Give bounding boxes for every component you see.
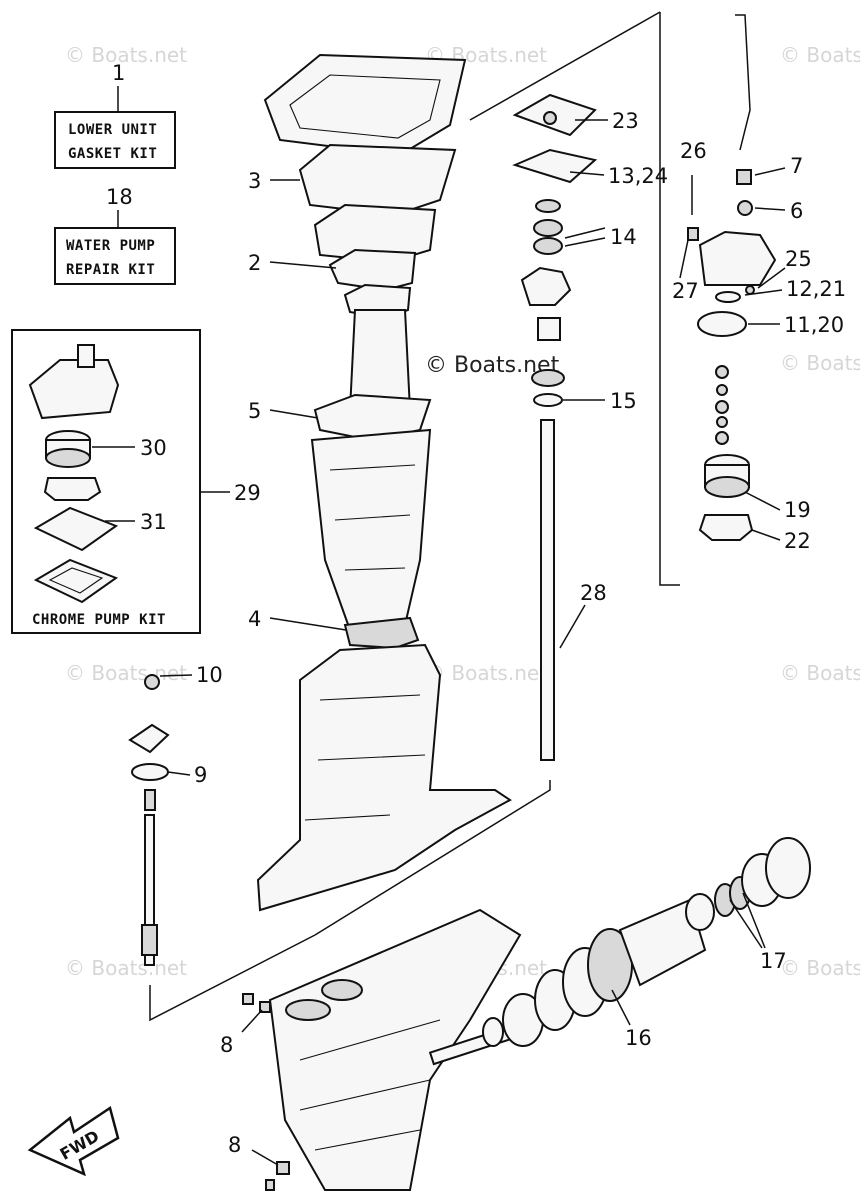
- chrome-pump-kit-box: 29 CHROME PUMP KIT 30 31: [11, 329, 261, 634]
- lower-unit-kit-line2: GASKET KIT: [68, 146, 157, 162]
- callout-8-lower: 8: [228, 1133, 241, 1157]
- propeller-shaft-housing: 16 17: [482, 837, 811, 1050]
- callout-26: 26: [680, 139, 707, 163]
- callout-22: 22: [784, 529, 811, 553]
- callout-8-upper: 8: [220, 1033, 233, 1057]
- callout-30: 30: [140, 436, 167, 460]
- callout-18: 18: [106, 185, 133, 209]
- fwd-arrow: FWD: [27, 1105, 120, 1177]
- callout-3: 3: [248, 169, 261, 193]
- water-pump-assembly: 7 6 26 27 25 12,21 11,20 19 22: [672, 14, 846, 553]
- watermark-text: © Boats.net: [65, 661, 187, 685]
- callout-29: 29: [234, 481, 261, 505]
- watermark-text: © Boats.net: [780, 956, 860, 980]
- lower-casing: [256, 643, 512, 912]
- drain-plugs: 8 8: [220, 993, 290, 1191]
- water-pump-kit-box: 18 WATER PUMP REPAIR KIT: [54, 185, 176, 285]
- callout-19: 19: [784, 498, 811, 522]
- chrome-pump-kit-label: CHROME PUMP KIT: [32, 612, 166, 628]
- upper-case-stack: 3 2 5 4: [248, 53, 467, 650]
- leader-frame-lines: [149, 11, 680, 1022]
- callout-14: 14: [610, 225, 637, 249]
- callout-1: 1: [112, 61, 125, 85]
- lower-unit-kit-line1: LOWER UNIT: [68, 122, 157, 138]
- callout-15: 15: [610, 389, 637, 413]
- water-pump-kit-line2: REPAIR KIT: [66, 262, 155, 278]
- watermark-text: © Boats.net: [425, 661, 547, 685]
- water-pump-kit-line1: WATER PUMP: [66, 238, 155, 254]
- callout-4: 4: [248, 607, 261, 631]
- shift-rod-assembly: 10 9: [128, 663, 223, 966]
- callout-6: 6: [790, 199, 803, 223]
- callout-31: 31: [140, 510, 167, 534]
- driveshaft-stack: 23 13,24 14 15 28: [512, 93, 668, 761]
- callout-9: 9: [194, 763, 207, 787]
- watermark-text: © Boats.net: [65, 956, 187, 980]
- callout-7: 7: [790, 154, 803, 178]
- watermark-text: © Boats.net: [65, 43, 187, 67]
- callout-5: 5: [248, 399, 261, 423]
- watermark-text: © Boats.net: [780, 661, 860, 685]
- callout-11-20: 11,20: [784, 313, 844, 337]
- callout-17: 17: [760, 949, 787, 973]
- callout-2: 2: [248, 251, 261, 275]
- callout-10: 10: [196, 663, 223, 687]
- watermark-text: © Boats.net: [780, 43, 860, 67]
- callout-25: 25: [785, 247, 812, 271]
- callout-13-24: 13,24: [608, 164, 668, 188]
- lower-unit-kit-box: 1 LOWER UNIT GASKET KIT: [54, 61, 176, 169]
- pump-housing-shape: [28, 359, 120, 420]
- callout-28: 28: [580, 581, 607, 605]
- callout-27: 27: [672, 279, 699, 303]
- watermark-text: © Boats.net: [780, 351, 860, 375]
- callout-16: 16: [625, 1026, 652, 1050]
- callout-23: 23: [612, 109, 639, 133]
- callout-12-21: 12,21: [786, 277, 846, 301]
- gearcase: [268, 908, 522, 1191]
